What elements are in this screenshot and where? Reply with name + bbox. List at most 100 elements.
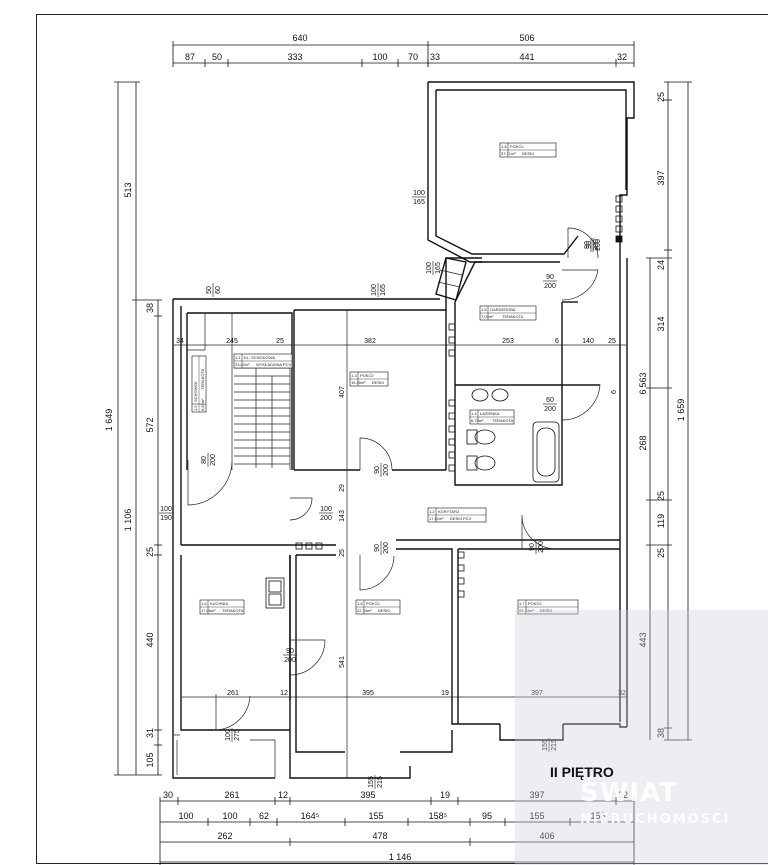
vent-shafts — [295, 195, 623, 598]
bottom-dim: 30 — [163, 790, 173, 800]
svg-text:100: 100 — [371, 284, 378, 296]
angled-window — [435, 257, 467, 301]
svg-text:90: 90 — [374, 544, 381, 552]
int-dim: 34 — [176, 338, 184, 345]
right-dim: 397 — [656, 170, 666, 185]
watermark-logo-line2: NIERUCHOMOŚCI — [580, 812, 731, 827]
room-number: 1.8 — [501, 144, 507, 149]
int-dim: 261 — [227, 690, 239, 697]
bottom-dim: 261 — [224, 790, 239, 800]
room-number: 1.9 — [193, 405, 198, 411]
room-floor-type: DESKI PCV — [450, 516, 472, 521]
bottom-dim: 62 — [259, 811, 269, 821]
svg-text:165: 165 — [435, 262, 442, 274]
door-wardrobe — [561, 269, 599, 301]
svg-text:200: 200 — [538, 541, 545, 553]
svg-text:200: 200 — [284, 657, 296, 664]
top-dim: 70 — [408, 52, 418, 62]
int-dim: 6 — [555, 338, 559, 345]
bottom-dim: 100 — [178, 811, 193, 821]
bottom-dim: 12 — [278, 790, 288, 800]
room-number: 1.7 — [519, 601, 525, 606]
room-area: 15,39m² — [351, 380, 366, 385]
bottom-dim: 95 — [482, 811, 492, 821]
bottom-dim: 19 — [440, 790, 450, 800]
bottom-dim: 478 — [372, 831, 387, 841]
int-dim: 407 — [339, 386, 346, 398]
bottom-dim: 156 — [590, 811, 605, 821]
int-dim: 395 — [362, 690, 374, 697]
svg-text:60: 60 — [215, 286, 222, 294]
bathroom-fixtures — [466, 388, 560, 483]
right-dim: 24 — [656, 260, 666, 270]
int-dim: 140 — [582, 338, 594, 345]
room-area: 17,91m² — [429, 516, 444, 521]
top-dim: 441 — [519, 52, 534, 62]
svg-text:165: 165 — [413, 199, 425, 206]
floor-label: II PIĘTRO — [550, 764, 614, 780]
left-dim: 440 — [145, 632, 155, 647]
top-dim: 32 — [617, 52, 627, 62]
right-dim: 25 — [656, 548, 666, 558]
kitchen-sink — [265, 577, 285, 609]
svg-text:200: 200 — [210, 454, 217, 466]
int-dim: 25 — [339, 549, 346, 557]
svg-text:200: 200 — [383, 464, 390, 476]
svg-text:90: 90 — [374, 466, 381, 474]
room-number: 1.3 — [351, 373, 357, 378]
svg-text:200: 200 — [544, 406, 556, 413]
room-name: POKÓJ — [528, 601, 542, 606]
right-dim: 119 — [656, 514, 666, 528]
bottom-dim: 158⁵ — [429, 811, 448, 821]
door-balcony — [215, 694, 251, 731]
room-area: 22,74m² — [519, 608, 534, 613]
room-area: 6,75m² — [471, 418, 484, 423]
room-number: 1.4 — [471, 411, 477, 416]
left-dim: 1 106 — [123, 509, 133, 532]
svg-text:60: 60 — [546, 397, 554, 404]
right-dimensions: 1 659 563 443 25 397 24 314 6 268 25 119… — [638, 81, 692, 741]
room-name: POKÓJ — [510, 144, 524, 149]
room-name: KL. SCHODOWA — [244, 355, 275, 360]
svg-text:90: 90 — [529, 543, 536, 551]
room-floor-type: TERAKOTA — [502, 314, 524, 319]
room-number: 1.5 — [481, 307, 487, 312]
room-name: KUCHNIA — [210, 601, 228, 606]
int-dim: 143 — [339, 510, 346, 522]
door-room8 — [567, 227, 599, 259]
svg-text:50: 50 — [206, 286, 213, 294]
right-dim: 38 — [656, 728, 666, 738]
int-dim: 6 — [611, 390, 618, 394]
svg-text:90: 90 — [586, 241, 593, 249]
left-dim: 105 — [145, 752, 155, 767]
bottom-dim: 100 — [222, 811, 237, 821]
left-dim: 38 — [145, 303, 155, 313]
svg-text:90: 90 — [286, 648, 294, 655]
svg-text:200: 200 — [595, 239, 602, 251]
bottom-dim: 262 — [217, 831, 232, 841]
svg-text:100: 100 — [320, 506, 332, 513]
svg-text:155: 155 — [542, 739, 549, 751]
top-dim: 50 — [212, 52, 222, 62]
right-dim: 6 — [638, 389, 648, 394]
